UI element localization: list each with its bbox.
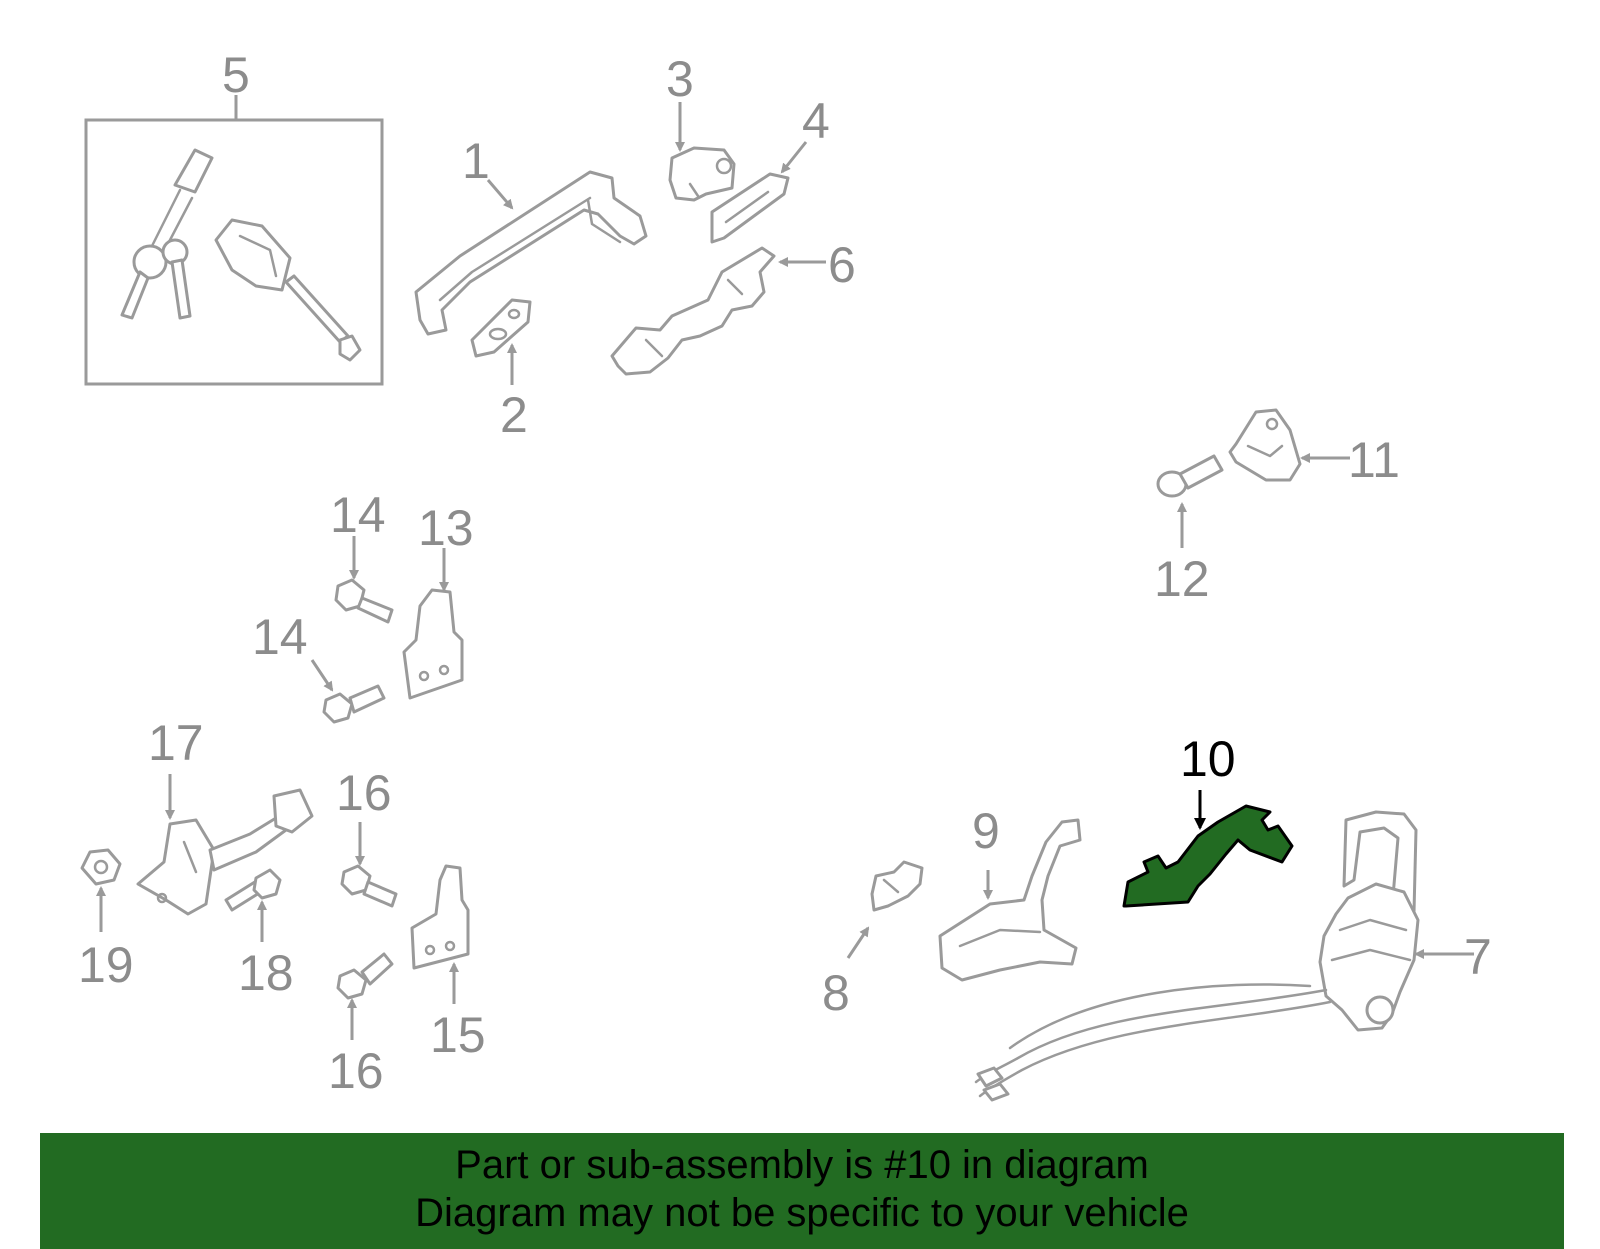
callout-4: 4 xyxy=(802,93,830,149)
part-10-highlighted[interactable]: 10 xyxy=(1122,731,1294,908)
callout-5: 5 xyxy=(222,47,250,103)
callout-14-upper: 14 xyxy=(330,487,386,543)
part-14-hinge-bolt-lower: 14 xyxy=(252,609,386,724)
part-16-hinge-bolt-lower: 16 xyxy=(328,952,394,1099)
callout-14-lower: 14 xyxy=(252,609,308,665)
callout-8: 8 xyxy=(822,965,850,1021)
part-3-handle-cap: 3 xyxy=(666,51,736,202)
part-4-cap-gasket: 4 xyxy=(710,93,830,244)
part-15-lower-hinge: 15 xyxy=(410,864,486,1063)
part-1-outside-handle: 1 xyxy=(414,133,648,336)
callout-9: 9 xyxy=(972,803,1000,859)
parts-diagram: 5 1 2 3 4 6 xyxy=(78,47,1492,1102)
callout-15: 15 xyxy=(430,1007,486,1063)
part-6-handle-frame: 6 xyxy=(610,237,856,376)
callout-12: 12 xyxy=(1154,551,1210,607)
part-10-shape[interactable] xyxy=(1122,804,1294,908)
callout-10: 10 xyxy=(1180,731,1236,787)
callout-16-lower: 16 xyxy=(328,1043,384,1099)
banner-line-2: Diagram may not be specific to your vehi… xyxy=(415,1191,1189,1235)
part-19-nut: 19 xyxy=(78,848,134,993)
info-banner: Part or sub-assembly is #10 in diagram D… xyxy=(40,1133,1564,1249)
part-17-door-check: 17 xyxy=(136,715,314,916)
part-11-striker: 11 xyxy=(1228,408,1400,488)
callout-18: 18 xyxy=(238,945,294,1001)
callout-2: 2 xyxy=(500,387,528,443)
part-9-lock-cover: 9 xyxy=(938,803,1082,982)
part-14-hinge-bolt-upper: 14 xyxy=(330,487,394,624)
callout-19: 19 xyxy=(78,937,134,993)
part-5-key-cylinder-kit: 5 xyxy=(84,47,384,386)
callout-17: 17 xyxy=(148,715,204,771)
part-8-bracket: 8 xyxy=(822,860,924,1021)
callout-7: 7 xyxy=(1464,929,1492,985)
part-12-striker-screw: 12 xyxy=(1154,454,1224,607)
part-16-hinge-bolt-upper: 16 xyxy=(336,765,398,908)
callout-6: 6 xyxy=(828,237,856,293)
callout-1: 1 xyxy=(462,133,490,189)
part-7-door-latch: 7 xyxy=(974,810,1492,1102)
part-2-gasket: 2 xyxy=(470,298,532,443)
callout-11: 11 xyxy=(1348,432,1400,488)
part-18-bolt: 18 xyxy=(224,868,294,1001)
callout-3: 3 xyxy=(666,51,694,107)
banner-line-1: Part or sub-assembly is #10 in diagram xyxy=(455,1143,1149,1187)
callout-13: 13 xyxy=(418,500,474,556)
part-13-upper-hinge: 13 xyxy=(402,500,474,700)
callout-16-upper: 16 xyxy=(336,765,392,821)
